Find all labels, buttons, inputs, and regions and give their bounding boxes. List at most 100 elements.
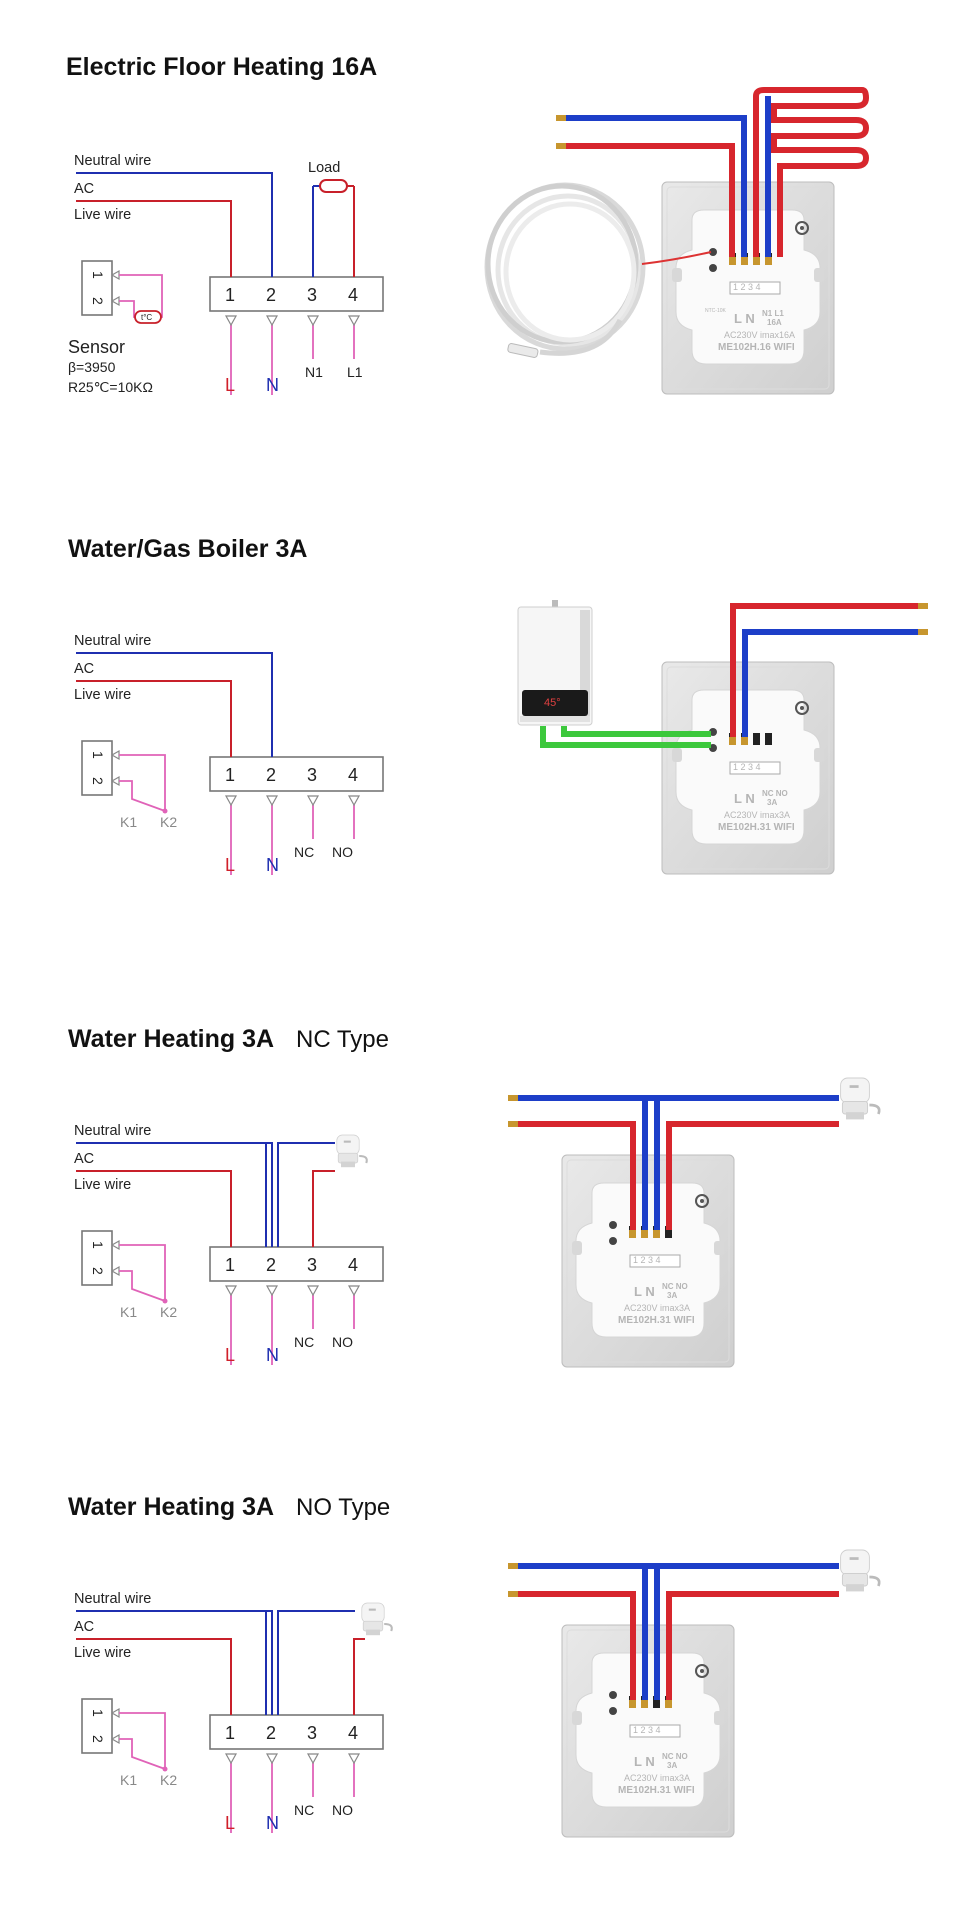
section-title: Water/Gas Boiler 3A xyxy=(68,535,307,563)
section-water-heating-no: Water Heating 3A NO Type Neutral wire AC… xyxy=(68,1493,881,1838)
panel-ntc-label: NTC-10K xyxy=(705,308,727,314)
sensor-cable-coil xyxy=(484,182,646,356)
ac-label: AC xyxy=(74,1619,94,1635)
panel-ln: L N xyxy=(634,1754,655,1769)
wire-labels: Neutral wire AC Live wire xyxy=(74,153,151,223)
sensor-tag: t°C xyxy=(141,313,152,322)
boiler-unit: 45° xyxy=(517,600,593,726)
boiler-display: 45° xyxy=(544,697,561,709)
terminal-1: 1 xyxy=(225,285,235,305)
section-title: Water Heating 3A xyxy=(68,1025,274,1053)
terminal-2: 2 xyxy=(266,1255,276,1275)
terminal-3-label: NC xyxy=(294,844,314,860)
sensor-pin-2: 2 xyxy=(90,297,106,305)
terminal-2: 2 xyxy=(266,285,276,305)
section-boiler: Water/Gas Boiler 3A Neutral wire AC Live… xyxy=(68,535,928,876)
section-subtitle: NC Type xyxy=(296,1026,389,1053)
k2-label: K2 xyxy=(160,814,177,830)
sensor-pin-1: 1 xyxy=(90,1709,106,1717)
panel-rating: AC230V imax3A xyxy=(724,810,790,820)
panel-ln: L N xyxy=(734,311,755,326)
panel-terminal-numbers: 1 2 3 4 xyxy=(733,282,761,292)
actuator-icon xyxy=(360,1601,393,1637)
k1-label: K1 xyxy=(120,1772,137,1788)
terminal-1: 1 xyxy=(225,1723,235,1743)
sensor-pin-1: 1 xyxy=(90,1241,106,1249)
sensor-pin-2: 2 xyxy=(90,1267,106,1275)
panel-amp: 3A xyxy=(667,1761,677,1770)
actuator-icon xyxy=(335,1133,368,1169)
live-L-label: L xyxy=(225,1813,235,1833)
live-L-label: L xyxy=(225,1345,235,1365)
terminal-4: 4 xyxy=(348,1723,358,1743)
ac-label: AC xyxy=(74,181,94,197)
terminal-3-label: NC xyxy=(294,1334,314,1350)
panel-sub: NC NO xyxy=(662,1282,688,1291)
neutral-wire-label: Neutral wire xyxy=(74,633,151,649)
actuator-icon xyxy=(839,1076,881,1121)
panel-rating: AC230V imax3A xyxy=(624,1773,690,1783)
live-wire-label: Live wire xyxy=(74,207,131,223)
terminal-3: 3 xyxy=(307,765,317,785)
ntc-sensor xyxy=(134,310,162,324)
live-L-label: L xyxy=(225,855,235,875)
live-L-label: L xyxy=(225,375,235,395)
sensor-r25: R25℃=10KΩ xyxy=(68,379,153,395)
k1-label: K1 xyxy=(120,814,137,830)
panel-terminal-numbers: 1 2 3 4 xyxy=(733,762,761,772)
terminal-1: 1 xyxy=(225,765,235,785)
schematic: Neutral wire AC Live wire 1 2 3 4 1 2 K1… xyxy=(74,633,384,876)
panel-model: ME102H.31 WIFI xyxy=(618,1785,695,1796)
panel-sub: NC NO xyxy=(662,1752,688,1761)
actuator-icon xyxy=(839,1548,881,1593)
schematic: Neutral wire AC Live wire 1 2 3 4 1 2 K1… xyxy=(74,1123,384,1366)
k1-label: K1 xyxy=(120,1304,137,1320)
panel-amp: 3A xyxy=(767,798,777,807)
load-label: Load xyxy=(308,160,340,176)
panel-sub: N1 L1 xyxy=(762,309,784,318)
neutral-N-label: N xyxy=(266,1813,279,1833)
panel-amp: 3A xyxy=(667,1291,677,1300)
neutral-wire-label: Neutral wire xyxy=(74,1591,151,1607)
terminal-3-label: N1 xyxy=(305,364,323,380)
section-floor-heating: Electric Floor Heating 16A Load t°C Neut… xyxy=(66,53,870,396)
neutral-N-label: N xyxy=(266,1345,279,1365)
section-subtitle: NO Type xyxy=(296,1494,390,1521)
panel-amp: 16A xyxy=(767,318,782,327)
terminal-4: 4 xyxy=(348,285,358,305)
terminal-3: 3 xyxy=(307,285,317,305)
ac-label: AC xyxy=(74,1151,94,1167)
load-resistor xyxy=(319,179,348,193)
schematic: Neutral wire AC Live wire 1 2 3 4 1 2 K1… xyxy=(74,1591,393,1834)
boiler-illustration: 45° 1 2 3 4 L N NC NO 3A AC230V imax3A M… xyxy=(517,600,928,875)
panel-model: ME102H.31 WIFI xyxy=(618,1315,695,1326)
section-title: Water Heating 3A xyxy=(68,1493,274,1521)
panel-rating: AC230V imax3A xyxy=(624,1303,690,1313)
panel-model: ME102H.16 WIFI xyxy=(718,342,795,353)
panel-ln: L N xyxy=(634,1284,655,1299)
k2-label: K2 xyxy=(160,1304,177,1320)
no-illustration: 1 2 3 4 L N NC NO 3A AC230V imax3A ME102… xyxy=(508,1548,881,1838)
sensor-pin-2: 2 xyxy=(90,1735,106,1743)
terminal-4: 4 xyxy=(348,765,358,785)
ac-label: AC xyxy=(74,661,94,677)
sensor-beta: β=3950 xyxy=(68,359,116,375)
neutral-N-label: N xyxy=(266,375,279,395)
schematic: Load t°C Neutral wire AC Live wire 1 2 3… xyxy=(68,153,384,396)
terminal-3: 3 xyxy=(307,1723,317,1743)
panel-ln: L N xyxy=(734,791,755,806)
terminal-4-label: NO xyxy=(332,1802,353,1818)
panel-terminal-numbers: 1 2 3 4 xyxy=(633,1255,661,1265)
floor-heating-illustration: 1 2 3 4 NTC-10K L N N1 L1 16A AC230V ima… xyxy=(484,87,870,395)
sensor-pin-1: 1 xyxy=(90,751,106,759)
terminal-4-label: NO xyxy=(332,844,353,860)
panel-terminal-numbers: 1 2 3 4 xyxy=(633,1725,661,1735)
terminal-4: 4 xyxy=(348,1255,358,1275)
terminal-2: 2 xyxy=(266,765,276,785)
sensor-title: Sensor xyxy=(68,337,125,357)
neutral-N-label: N xyxy=(266,855,279,875)
k2-label: K2 xyxy=(160,1772,177,1788)
terminal-numbers: 1 2 3 4 xyxy=(225,285,358,305)
neutral-wire-label: Neutral wire xyxy=(74,1123,151,1139)
